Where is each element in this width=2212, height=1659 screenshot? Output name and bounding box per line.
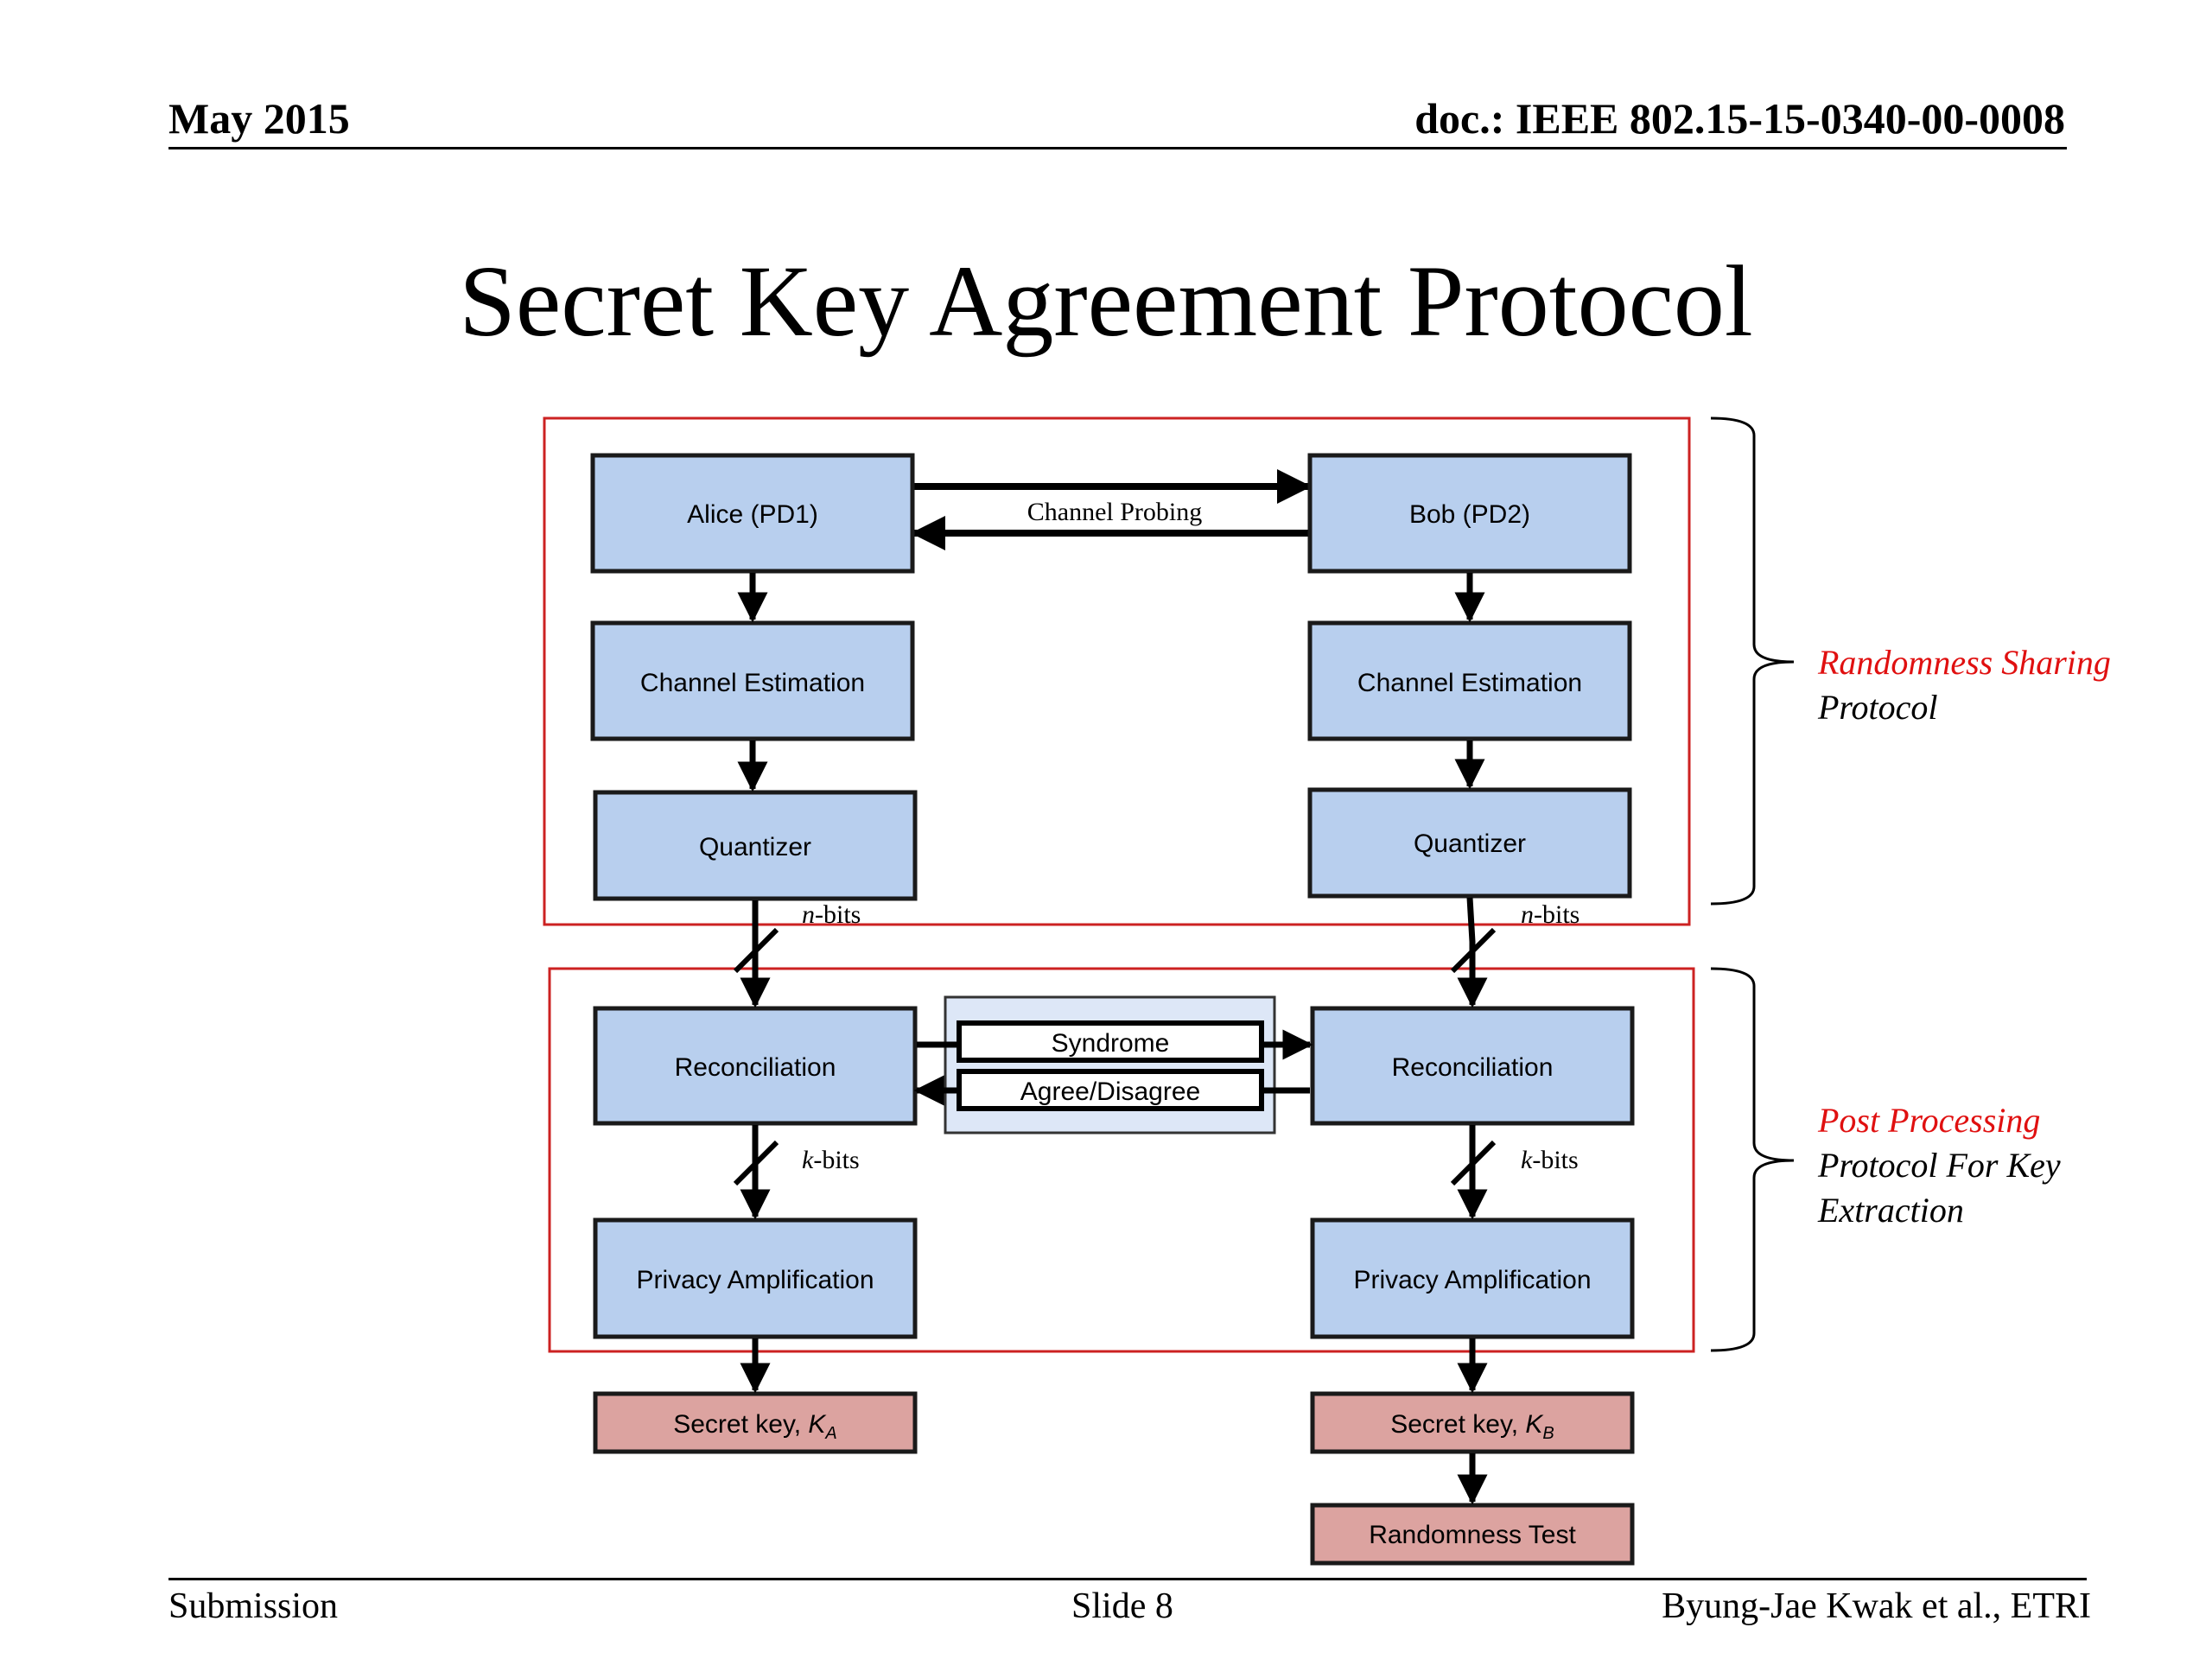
- brace-post-processing: [1710, 967, 1795, 1352]
- footer-author: Byung-Jae Kwak et al., ETRI: [1662, 1586, 2091, 1626]
- header-doc-id: doc.: IEEE 802.15-15-0340-00-0008: [1414, 94, 2065, 143]
- alice-privacy-amplification-label: Privacy Amplification: [636, 1266, 874, 1294]
- bob-channel-estimation-box: Channel Estimation: [1307, 620, 1632, 741]
- header-date: May 2015: [168, 94, 350, 143]
- bus-slash-k-right: [1450, 1140, 1497, 1186]
- randomness-sharing-title: Randomness Sharing: [1817, 643, 2111, 682]
- k-bits-label-right: k-bits: [1521, 1146, 1579, 1174]
- footer-submission: Submission: [168, 1586, 339, 1626]
- alice-secret-key-box: Secret key, KA: [593, 1391, 918, 1454]
- alice-channel-estimation-label: Channel Estimation: [640, 669, 865, 697]
- bus-slash-n-right: [1450, 927, 1497, 974]
- alice-secret-key-label: Secret key, KA: [673, 1410, 837, 1443]
- bob-secret-key-box: Secret key, KB: [1310, 1391, 1635, 1454]
- bob-label: Bob (PD2): [1409, 500, 1530, 529]
- post-processing-group: [548, 967, 1695, 1353]
- randomness-sharing-subtitle: Protocol: [1817, 688, 1938, 727]
- alice-label: Alice (PD1): [687, 500, 818, 529]
- bob-channel-estimation-label: Channel Estimation: [1357, 669, 1582, 697]
- bus-slash-n-left: [733, 927, 779, 974]
- bob-quantizer-label: Quantizer: [1414, 830, 1526, 858]
- post-processing-subtitle-2: Extraction: [1817, 1191, 1964, 1230]
- syndrome-label: Syndrome: [1052, 1029, 1170, 1058]
- footer-slide-number: Slide 8: [1071, 1586, 1173, 1626]
- bob-reconciliation-label: Reconciliation: [1392, 1053, 1554, 1082]
- bob-quantizer-box: Quantizer: [1307, 787, 1632, 899]
- alice-channel-estimation-box: Channel Estimation: [590, 620, 915, 741]
- post-processing-title: Post Processing: [1817, 1101, 2040, 1140]
- alice-quantizer-box: Quantizer: [593, 790, 918, 901]
- randomness-test-label: Randomness Test: [1369, 1521, 1576, 1549]
- bob-secret-key-label: Secret key, KB: [1390, 1410, 1554, 1443]
- bob-reconciliation-box: Reconciliation: [1310, 1006, 1635, 1126]
- reconciliation-exchange-panel: Syndrome Agree/Disagree: [913, 995, 1313, 1135]
- k-bits-label-left: k-bits: [802, 1146, 860, 1174]
- alice-privacy-amplification-box: Privacy Amplification: [593, 1217, 918, 1339]
- alice-reconciliation-box: Reconciliation: [593, 1006, 918, 1126]
- alice-quantizer-label: Quantizer: [699, 833, 811, 861]
- channel-probing-label: Channel Probing: [1027, 498, 1203, 526]
- arrow-quantizer-to-reconciliation-right: [1457, 897, 1488, 1008]
- alice-reconciliation-label: Reconciliation: [675, 1053, 836, 1082]
- brace-randomness-sharing: [1710, 416, 1795, 906]
- n-bits-label-left: n-bits: [802, 900, 861, 929]
- footer-rule: [168, 1578, 2087, 1580]
- n-bits-label-right: n-bits: [1521, 900, 1580, 929]
- bob-privacy-amplification-label: Privacy Amplification: [1353, 1266, 1591, 1294]
- slide-title: Secret Key Agreement Protocol: [459, 245, 1753, 358]
- agree-disagree-label: Agree/Disagree: [1020, 1077, 1200, 1106]
- randomness-sharing-group: [543, 416, 1691, 926]
- alice-box: Alice (PD1): [590, 453, 915, 574]
- post-processing-subtitle-1: Protocol For Key: [1817, 1146, 2061, 1185]
- bus-slash-k-left: [733, 1140, 779, 1186]
- header-rule: [168, 147, 2067, 149]
- bob-privacy-amplification-box: Privacy Amplification: [1310, 1217, 1635, 1339]
- randomness-test-box: Randomness Test: [1310, 1503, 1635, 1566]
- bob-box: Bob (PD2): [1307, 453, 1632, 574]
